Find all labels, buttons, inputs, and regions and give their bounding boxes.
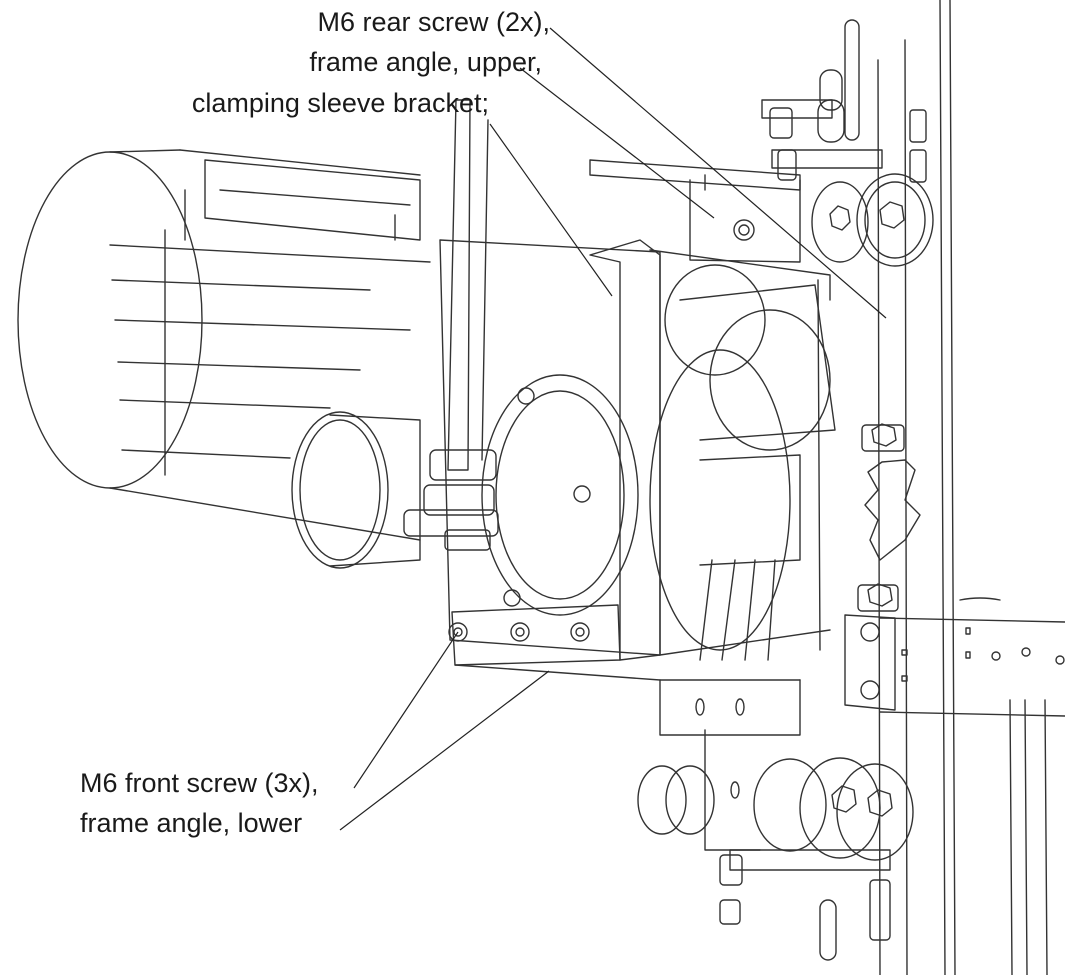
label-rear-screw: M6 rear screw (2x), xyxy=(317,7,550,37)
motor-body xyxy=(17,149,431,541)
leader-frame-angle-lower xyxy=(339,670,550,831)
leader-front-screw xyxy=(353,631,459,789)
label-front-screw: M6 front screw (3x), xyxy=(80,768,319,798)
roller-upper xyxy=(811,173,934,267)
leader-frame-angle-upper xyxy=(519,67,715,219)
frame-angle-upper xyxy=(589,159,801,263)
leader-lines xyxy=(339,27,887,831)
vertical-rail xyxy=(877,0,1048,976)
cross-bar xyxy=(879,597,1065,717)
side-bracket xyxy=(704,614,896,851)
chain-upper xyxy=(761,19,927,183)
label-frame-angle-lower: frame angle, lower xyxy=(80,808,303,838)
roller-lower xyxy=(637,757,914,961)
rod xyxy=(447,99,489,471)
frame-angle-lower xyxy=(448,604,801,736)
sprocket xyxy=(857,423,921,612)
clamping-sleeve xyxy=(291,411,499,569)
label-clamping-bracket: clamping sleeve bracket; xyxy=(191,88,489,118)
leader-rear-screw xyxy=(549,27,887,319)
coupling-housing xyxy=(649,264,836,661)
leader-clamping-bracket xyxy=(489,123,613,297)
clamping-bracket xyxy=(589,239,831,661)
label-frame-angle-upper: frame angle, upper, xyxy=(309,47,542,77)
gearbox xyxy=(439,239,661,656)
